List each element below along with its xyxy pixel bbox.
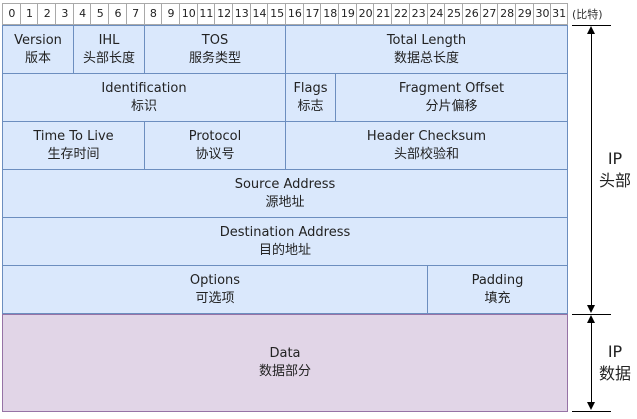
field-data: Data 数据部分	[2, 314, 568, 412]
ip-header-label-line2: 头部	[598, 171, 631, 190]
field-flags-zh: 标志	[297, 98, 324, 114]
bit-index-cell: 20	[355, 3, 375, 25]
header-arrow-down-icon	[587, 305, 595, 313]
field-source-address-zh: 源地址	[265, 194, 305, 210]
field-total-length: Total Length 数据总长度	[285, 25, 568, 74]
bit-index-cell: 25	[444, 3, 463, 25]
field-ihl-en: IHL	[98, 32, 120, 48]
bit-index-cell: 29	[514, 3, 534, 25]
field-destination-address-zh: 目的地址	[258, 242, 311, 258]
bit-index-cell: 3	[55, 3, 74, 25]
ip-data-label-line2: 数据	[598, 364, 631, 383]
bit-index-cell: 8	[143, 3, 163, 25]
bit-index-cell: 19	[338, 3, 357, 25]
bit-index-cell: 14	[249, 3, 269, 25]
field-protocol-en: Protocol	[188, 128, 242, 144]
field-tos-en: TOS	[201, 32, 229, 48]
field-options: Options 可选项	[2, 265, 428, 314]
bit-index-cell: 26	[461, 3, 481, 25]
field-padding: Padding 填充	[427, 265, 568, 314]
bit-index-cell: 7	[125, 3, 145, 25]
field-fragment-offset-zh: 分片偏移	[425, 98, 478, 114]
field-identification: Identification 标识	[2, 73, 286, 122]
bit-index-cell: 16	[285, 3, 304, 25]
field-version-en: Version	[14, 32, 62, 48]
field-header-checksum: Header Checksum 头部校验和	[285, 121, 568, 170]
field-padding-en: Padding	[471, 272, 524, 288]
bit-index-cell: 1	[19, 3, 39, 25]
field-version: Version 版本	[2, 25, 74, 74]
field-header-checksum-en: Header Checksum	[366, 128, 487, 144]
bit-index-cell: 22	[391, 3, 410, 25]
bit-index-cell: 21	[373, 3, 393, 25]
field-source-address-en: Source Address	[234, 176, 336, 192]
field-source-address: Source Address 源地址	[2, 169, 568, 218]
header-span-line	[591, 30, 592, 309]
bit-index-cell: 0	[2, 3, 21, 25]
field-options-en: Options	[189, 272, 241, 288]
field-version-zh: 版本	[24, 50, 51, 66]
field-flags: Flags 标志	[285, 73, 336, 122]
field-ihl-zh: 头部长度	[82, 50, 135, 66]
field-destination-address: Destination Address 目的地址	[2, 217, 568, 266]
bit-index-cell: 17	[302, 3, 322, 25]
bit-index-cell: 12	[214, 3, 233, 25]
bit-index-cell: 5	[90, 3, 110, 25]
bit-index-cell: 30	[532, 3, 552, 25]
header-arrow-up-icon	[587, 26, 595, 34]
data-span-line	[591, 320, 592, 406]
field-tos: TOS 服务类型	[144, 25, 286, 74]
bit-index-cell: 23	[408, 3, 428, 25]
field-ihl: IHL 头部长度	[73, 25, 145, 74]
bit-index-cell: 9	[161, 3, 180, 25]
field-ttl: Time To Live 生存时间	[2, 121, 145, 170]
bit-index-cell: 24	[426, 3, 446, 25]
field-data-en: Data	[269, 346, 301, 361]
data-bottom-tick	[572, 411, 611, 412]
bit-index-cell: 11	[196, 3, 216, 25]
field-header-checksum-zh: 头部校验和	[393, 146, 459, 162]
bit-index-cell: 10	[178, 3, 198, 25]
field-data-zh: 数据部分	[258, 364, 311, 379]
field-protocol: Protocol 协议号	[144, 121, 286, 170]
bit-index-cell: 28	[497, 3, 516, 25]
bit-index-cell: 6	[108, 3, 127, 25]
field-total-length-zh: 数据总长度	[393, 50, 459, 66]
field-identification-zh: 标识	[130, 98, 157, 114]
field-padding-zh: 填充	[484, 290, 511, 306]
field-ttl-zh: 生存时间	[47, 146, 100, 162]
bit-index-cell: 31	[550, 3, 568, 25]
bit-index-cell: 27	[479, 3, 499, 25]
field-fragment-offset: Fragment Offset 分片偏移	[335, 73, 568, 122]
bit-unit-label: (比特)	[572, 8, 603, 21]
bit-index-cell: 4	[72, 3, 92, 25]
data-arrow-up-icon	[587, 315, 595, 323]
ip-data-label: IP 数据	[593, 341, 637, 385]
bit-index-cell: 15	[267, 3, 286, 25]
field-fragment-offset-en: Fragment Offset	[398, 80, 505, 96]
field-tos-zh: 服务类型	[188, 50, 241, 66]
field-options-zh: 可选项	[195, 290, 235, 306]
ip-header-label-line1: IP	[607, 149, 623, 168]
field-total-length-en: Total Length	[386, 32, 467, 48]
field-flags-en: Flags	[293, 80, 328, 96]
bit-index-cell: 2	[37, 3, 57, 25]
ip-data-label-line1: IP	[607, 342, 623, 361]
data-arrow-down-icon	[587, 402, 595, 410]
ip-header-label: IP 头部	[593, 148, 637, 192]
field-destination-address-en: Destination Address	[219, 224, 351, 240]
field-identification-en: Identification	[101, 80, 187, 96]
field-protocol-zh: 协议号	[195, 146, 235, 162]
bit-index-cell: 18	[320, 3, 340, 25]
header-data-divider-tick	[572, 314, 611, 315]
field-ttl-en: Time To Live	[33, 128, 114, 144]
header-top-tick	[572, 25, 611, 26]
bit-index-cell: 13	[231, 3, 251, 25]
